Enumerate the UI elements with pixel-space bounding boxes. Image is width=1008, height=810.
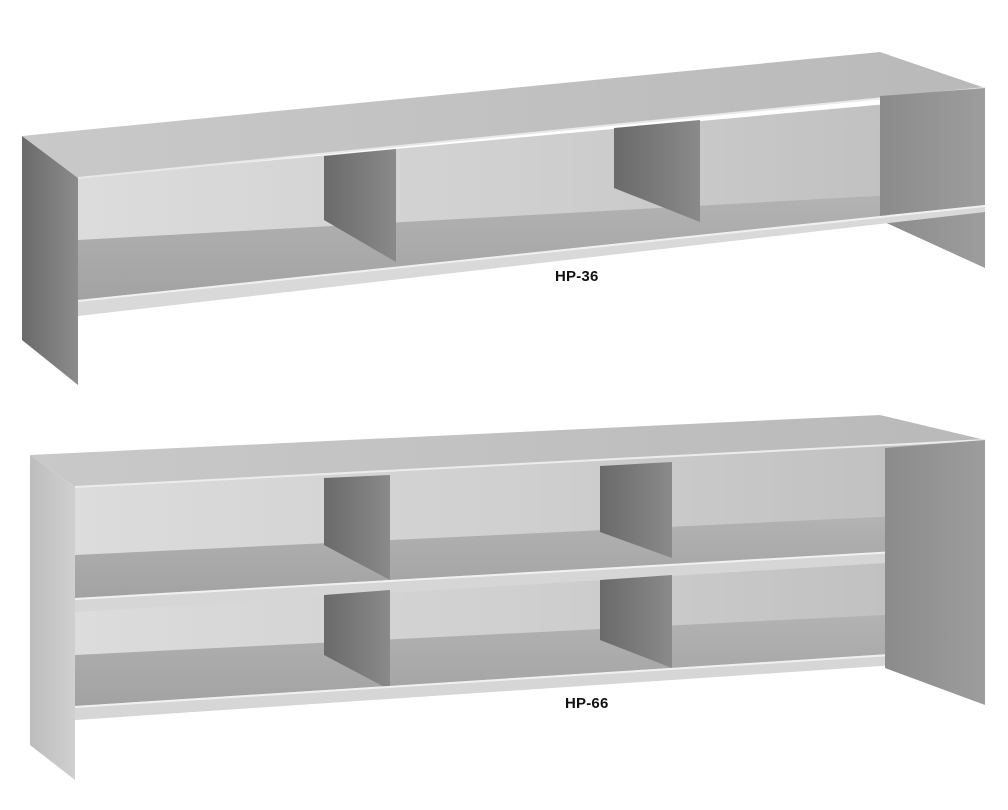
model-label-hp66: HP-66 <box>565 695 609 712</box>
hp66-lower-lip <box>75 648 985 720</box>
hp66-divider <box>600 575 672 668</box>
hp36-left-end <box>22 136 78 385</box>
hp66-right-end <box>885 440 985 705</box>
hp66-lower-shelf <box>75 610 985 708</box>
hp36-divider <box>324 149 396 262</box>
hutch-hp36 <box>22 52 986 385</box>
hp36-top-panel <box>22 52 985 178</box>
hp66-left-end <box>30 455 75 780</box>
hutch-hp66 <box>30 415 986 780</box>
model-label-hp36: HP-36 <box>555 268 599 285</box>
hp66-top-panel <box>30 415 985 487</box>
hp66-upper-lip <box>75 546 985 612</box>
hp36-divider <box>614 120 700 222</box>
hp66-divider <box>600 462 672 558</box>
hp66-divider <box>324 475 390 580</box>
hp36-shelf <box>78 190 985 303</box>
hp66-divider <box>324 590 390 690</box>
hp66-upper-shelf <box>75 512 985 600</box>
hp36-front-lip <box>78 205 985 316</box>
hp36-right-end <box>880 88 985 268</box>
